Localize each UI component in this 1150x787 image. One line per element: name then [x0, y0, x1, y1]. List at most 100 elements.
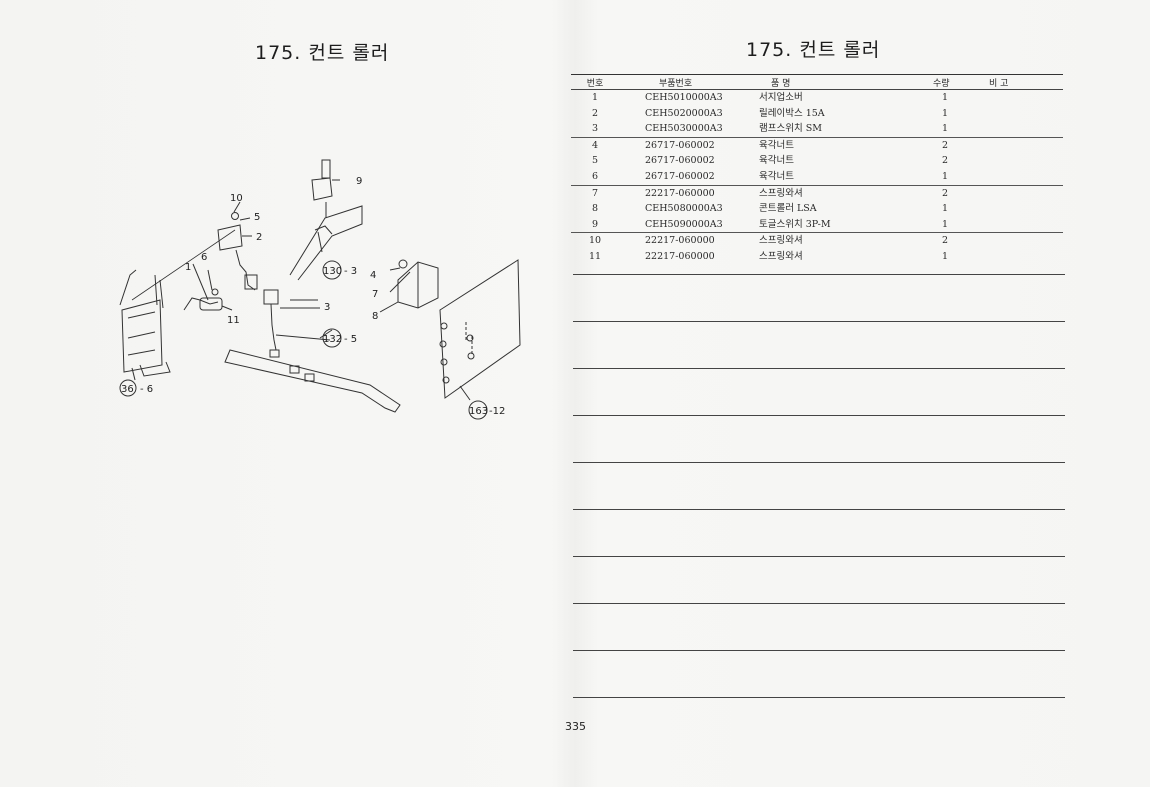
- cell-number: 10: [588, 235, 602, 247]
- ruled-line: [573, 321, 1065, 322]
- page-number: 335: [565, 720, 586, 733]
- callout-6: 6: [201, 252, 207, 263]
- right-page-title: 175. 컨트 롤러: [746, 39, 881, 61]
- cell-part-number: CEH5020000A3: [645, 107, 723, 119]
- cell-number: 3: [591, 123, 599, 135]
- callout-10: 10: [230, 193, 243, 204]
- exploded-parts-diagram: 10 5 2 6 1 11 9 3 4 7 8 36 - 6 130 - 3 1…: [119, 159, 521, 420]
- cell-quantity: 2: [941, 235, 949, 247]
- cell-part-name: 육각너트: [759, 155, 794, 167]
- svg-text:-12: -12: [489, 406, 505, 417]
- cell-part-number: CEH5090000A3: [645, 218, 723, 230]
- cell-number: 4: [591, 139, 599, 151]
- cell-part-name: 콘트롤러 LSA: [759, 203, 817, 215]
- cell-quantity: 1: [941, 123, 949, 135]
- ruled-line: [573, 650, 1065, 651]
- header-part-number: 부품번호: [659, 79, 693, 89]
- table-row: 4 26717-060002 육각너트 2: [571, 138, 1063, 154]
- ref-callout-132: 132 - 5: [322, 328, 357, 348]
- ruled-line: [573, 556, 1065, 557]
- ref-callout-36: 36 - 6: [119, 379, 153, 397]
- parts-table-body: 1 CEH5010000A3 서지업소버 1 2 CEH5020000A3 릴레이박스 15…: [571, 90, 1063, 265]
- svg-text:163: 163: [469, 406, 488, 417]
- ref-callout-130: 130 - 3: [322, 260, 357, 280]
- header-remarks: 비 고: [989, 79, 1009, 89]
- cell-quantity: 2: [941, 187, 949, 199]
- cell-number: 5: [591, 155, 599, 167]
- toggle-switch: [321, 159, 331, 179]
- callout-4: 4: [370, 270, 376, 281]
- table-row: 5 26717-060002 육각너트 2: [571, 153, 1063, 169]
- surge-absorber: [199, 297, 223, 311]
- table-row: 3 CEH5030000A3 램프스위치 SM 1: [571, 121, 1063, 138]
- cell-part-name: 스프링와셔: [759, 235, 803, 247]
- cell-quantity: 1: [941, 218, 949, 230]
- svg-text:- 6: - 6: [140, 384, 153, 395]
- cell-part-number: 26717-060002: [645, 170, 715, 182]
- cell-part-number: 22217-060000: [645, 235, 715, 247]
- table-row: 7 22217-060000 스프링와셔 2: [571, 186, 1063, 202]
- table-row: 9 CEH5090000A3 토글스위치 3P-M 1: [571, 217, 1063, 234]
- cell-part-name: 육각너트: [759, 170, 794, 182]
- table-row: 8 CEH5080000A3 콘트롤러 LSA 1: [571, 201, 1063, 217]
- svg-text:- 3: - 3: [344, 266, 357, 277]
- cell-part-name: 서지업소버: [759, 92, 803, 103]
- ruled-line: [573, 603, 1065, 604]
- callout-2: 2: [256, 232, 262, 243]
- cell-number: 1: [591, 92, 599, 103]
- header-part-name: 품 명: [771, 79, 791, 89]
- cell-part-number: 26717-060002: [645, 155, 715, 167]
- header-quantity: 수량: [933, 79, 950, 89]
- cell-number: 9: [591, 218, 599, 230]
- cell-part-name: 릴레이박스 15A: [759, 107, 825, 119]
- cell-part-number: 26717-060002: [645, 139, 715, 151]
- ruled-line: [573, 415, 1065, 416]
- ruled-line: [573, 368, 1065, 369]
- svg-text:36: 36: [121, 384, 134, 395]
- cell-quantity: 2: [941, 139, 949, 151]
- cell-number: 6: [591, 170, 599, 182]
- cell-part-name: 스프링와셔: [759, 250, 803, 262]
- cell-quantity: 1: [941, 170, 949, 182]
- callout-1: 1: [185, 262, 191, 273]
- cell-part-name: 스프링와셔: [759, 187, 803, 199]
- cell-number: 11: [588, 250, 602, 262]
- ruled-line: [573, 274, 1065, 275]
- cell-part-name: 육각너트: [759, 139, 794, 151]
- cell-quantity: 2: [941, 155, 949, 167]
- callout-9: 9: [356, 176, 362, 187]
- cell-part-name: 램프스위치 SM: [759, 123, 822, 135]
- cell-part-number: CEH5010000A3: [645, 92, 723, 103]
- cell-quantity: 1: [941, 92, 949, 103]
- header-number: 번호: [586, 79, 604, 89]
- floor-plate-132: [224, 349, 401, 413]
- cell-quantity: 1: [941, 203, 949, 215]
- table-row: 10 22217-060000 스프링와셔 2: [571, 233, 1063, 249]
- svg-text:130: 130: [323, 266, 342, 277]
- left-page-title: 175. 컨트 롤러: [255, 42, 390, 64]
- cell-part-number: 22217-060000: [645, 187, 715, 199]
- ruled-line: [573, 509, 1065, 510]
- callout-11: 11: [227, 315, 240, 326]
- side-panel-163: [439, 259, 521, 399]
- callout-8: 8: [372, 311, 378, 322]
- table-row: 6 26717-060002 육각너트 1: [571, 169, 1063, 186]
- panel-plate-130: [289, 205, 363, 281]
- lamp-switch: [263, 289, 279, 305]
- cell-number: 7: [591, 187, 599, 199]
- svg-text:- 5: - 5: [344, 334, 357, 345]
- cell-quantity: 1: [941, 250, 949, 262]
- callout-7: 7: [372, 289, 378, 300]
- relay-box: [217, 224, 243, 251]
- cell-part-number: CEH5080000A3: [645, 203, 723, 215]
- parts-table-header: 번호 부품번호 품 명 수량 비 고: [571, 74, 1063, 90]
- cell-part-number: CEH5030000A3: [645, 123, 723, 135]
- cell-number: 8: [591, 203, 599, 215]
- cell-part-name: 토글스위치 3P-M: [759, 218, 831, 230]
- svg-text:132: 132: [323, 334, 342, 345]
- cell-number: 2: [591, 107, 599, 119]
- ruled-line: [573, 462, 1065, 463]
